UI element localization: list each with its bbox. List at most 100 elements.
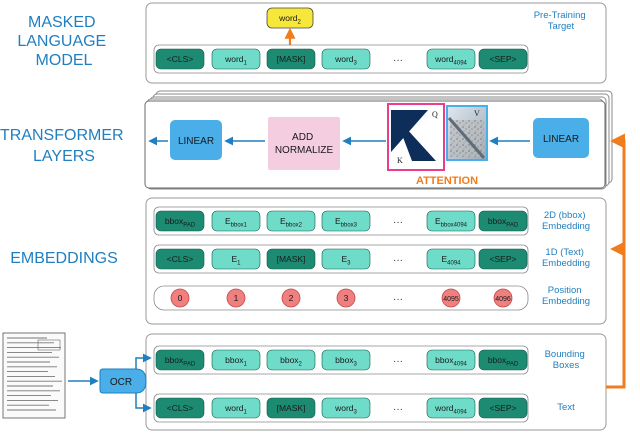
feedback-bracket [606, 133, 626, 389]
ocr-bbox-token-5 [426, 349, 476, 371]
bbox-embedding-token-label-3: Ebbox3 [335, 216, 358, 229]
bb-line-1: Bounding [545, 349, 585, 360]
attention-graphic: Q K V [387, 103, 488, 171]
pretraining-token-label-0: <CLS> [167, 54, 193, 64]
attention-q-letter: Q [432, 110, 438, 119]
bbox-embedding-token-1 [211, 210, 261, 232]
bb-line-2: Boxes [553, 360, 580, 371]
ocr-text-token-1 [211, 397, 261, 419]
ocr-text-token-label-1: word1 [224, 403, 247, 416]
position-label-6: 4096 [495, 296, 511, 303]
pretraining-token-5 [426, 48, 476, 70]
pretraining-token-0 [155, 48, 205, 70]
text-embedding-dots: ··· [393, 255, 403, 266]
position-embedding-label: Position Embedding [542, 285, 590, 307]
text-embedding-token-label-3: E3 [341, 254, 351, 267]
bbox-embedding-token-3 [321, 210, 371, 232]
text-embedding-token-label-2: [MASK] [277, 254, 306, 264]
text-emb-line-2: Embedding [542, 258, 590, 269]
pretraining-token-label-6: <SEP> [490, 54, 517, 64]
text-embedding-token-0 [155, 248, 205, 270]
bbox-embedding-token-5 [426, 210, 476, 232]
pretraining-token-label-1: word1 [224, 54, 247, 67]
pretraining-token-1 [211, 48, 261, 70]
mlm-line-1: MASKED [28, 14, 96, 31]
ocr-text-token-label-2: [MASK] [277, 403, 306, 413]
ocr-text-token-label-0: <CLS> [167, 403, 193, 413]
pretraining-target: word2 [266, 7, 314, 29]
ocr-bbox-token-0 [155, 349, 205, 371]
attention-k-letter: K [397, 156, 403, 165]
bbox-emb-line-2: Embedding [542, 221, 590, 232]
addnorm-line-1: ADD [292, 132, 313, 143]
transformer-layer-main [144, 100, 606, 189]
text-embedding-token-label-5: E4094 [441, 254, 461, 267]
ocr-to-text-arrow [135, 393, 152, 413]
pretraining-token-2 [266, 48, 316, 70]
ocr-bbox-token-label-0: bboxPAD [165, 355, 196, 368]
text-embedding-token-label-1: E1 [231, 254, 241, 267]
pretraining-token-label-5: word4094 [434, 54, 467, 67]
ocr-bbox-token-label-5: bbox4094 [435, 355, 467, 368]
pretraining-dots: ··· [393, 55, 403, 66]
attention-v-diagonal [447, 117, 486, 159]
position-circle-2 [281, 288, 301, 308]
attention-v-letter: V [474, 109, 480, 118]
text-embedding-token-1 [211, 248, 261, 270]
ocr-bbox-token-2 [266, 349, 316, 371]
position-label-3: 3 [344, 293, 349, 303]
ocr-text-token-3 [321, 397, 371, 419]
mlm-line-3: MODEL [36, 52, 93, 69]
bbox-embedding-token-label-1: Ebbox1 [225, 216, 248, 229]
text-label: Text [557, 402, 575, 413]
ocr-text-token-5 [426, 397, 476, 419]
ocr-text-token-0 [155, 397, 205, 419]
ocr-bbox-token-1 [211, 349, 261, 371]
pretraining-token-3 [321, 48, 371, 70]
ocr-bbox-token-label-1: bbox1 [225, 355, 247, 368]
ocr-bbox-dots: ··· [393, 356, 403, 367]
text-embedding-token-2 [266, 248, 316, 270]
ocr-bbox-token-3 [321, 349, 371, 371]
ocr-text-token-label-5: word4094 [434, 403, 467, 416]
bbox-embedding-token-label-0: bboxPAD [165, 216, 196, 229]
position-circle-6 [493, 288, 513, 308]
attention-q-matrix [391, 110, 428, 152]
section-title-mlm: MASKED LANGUAGE MODEL [17, 14, 110, 69]
add-normalize-block [268, 117, 340, 170]
position-circle-1 [226, 288, 246, 308]
pt-label-line-1: Pre-Training [534, 10, 586, 21]
ocr-text-token-label-3: word3 [334, 403, 357, 416]
ocr-text-token-label-6: <SEP> [490, 403, 517, 413]
linear-left-label: LINEAR [178, 136, 214, 147]
bbox-embedding-token-0 [155, 210, 205, 232]
pretraining-label: Pre-Training Target [534, 10, 589, 32]
attention-k-matrix [395, 116, 436, 161]
embedding-text-row: <CLS>E1[MASK]E3···E4094<SEP> [153, 244, 529, 274]
text-embedding-token-label-6: <SEP> [490, 254, 517, 264]
pos-emb-line-2: Embedding [542, 296, 590, 307]
pretraining-token-label-3: word3 [334, 54, 357, 67]
pt-label-line-2: Target [548, 21, 575, 32]
ocr-text-token-6 [478, 397, 528, 419]
text-emb-line-1: 1D (Text) [545, 247, 584, 258]
bbox-emb-line-1: 2D (bbox) [544, 210, 586, 221]
pos-emb-line-1: Position [548, 285, 582, 296]
position-circle-0 [170, 288, 190, 308]
ocr-bbox-token-6 [478, 349, 528, 371]
position-label-2: 2 [289, 293, 294, 303]
ocr-text-dots: ··· [393, 404, 403, 415]
bbox-embedding-token-label-6: bboxPAD [488, 216, 519, 229]
bbox-embedding-token-2 [266, 210, 316, 232]
ocr-to-bbox-arrow [135, 353, 152, 369]
position-label-0: 0 [178, 293, 183, 303]
attention-label: ATTENTION [416, 175, 478, 187]
pretraining-token-6 [478, 48, 528, 70]
linear-right-block [533, 118, 589, 158]
bbox-embedding-token-6 [478, 210, 528, 232]
ocr-bubble [99, 368, 147, 394]
linear-right-label: LINEAR [543, 134, 579, 145]
